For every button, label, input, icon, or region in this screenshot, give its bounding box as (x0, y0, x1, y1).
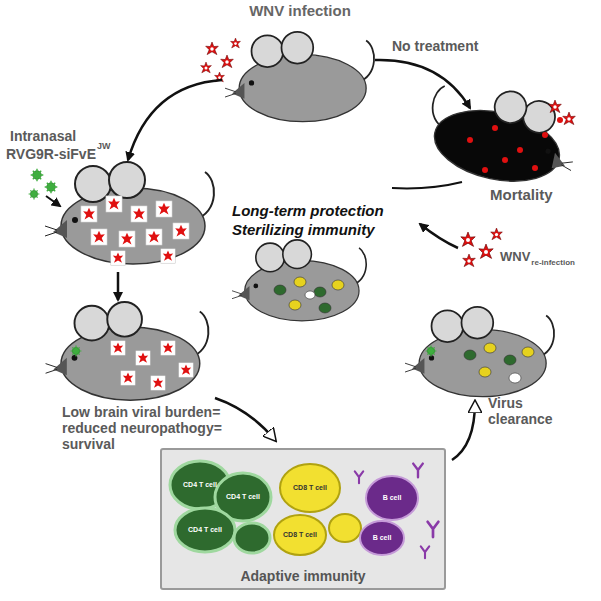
group-box: Adaptive immunity (160, 448, 446, 590)
cell-label: CD4 T cell (226, 493, 260, 501)
cell-label: CD4 T cell (183, 481, 217, 489)
cell-label: B cell (383, 494, 402, 502)
cell-label: B cell (373, 534, 392, 542)
diagram-title: WNV infection (249, 2, 351, 19)
outcome-note: Low brain viral burden= reduced neuropat… (62, 404, 257, 452)
outcome-label: Sterilizing immunity (232, 221, 375, 238)
process-label: Virus clearance (488, 395, 578, 427)
outcome-label: Long-term protection (232, 202, 384, 219)
route-label: Intranasal (10, 128, 76, 144)
subscript: re-infection (531, 258, 575, 267)
group-title: Adaptive immunity (240, 568, 365, 584)
outcome-label: Mortality (490, 186, 553, 203)
step-label: No treatment (392, 38, 478, 54)
treatment-name: RVG9R-siFvE (6, 146, 96, 162)
cell-label: CD4 T cell (188, 526, 222, 534)
cell-label: CD8 T cell (293, 484, 327, 492)
virus-label: WNV (500, 250, 530, 265)
superscript: JW (97, 141, 111, 151)
cell-label: CD8 T cell (283, 531, 317, 539)
